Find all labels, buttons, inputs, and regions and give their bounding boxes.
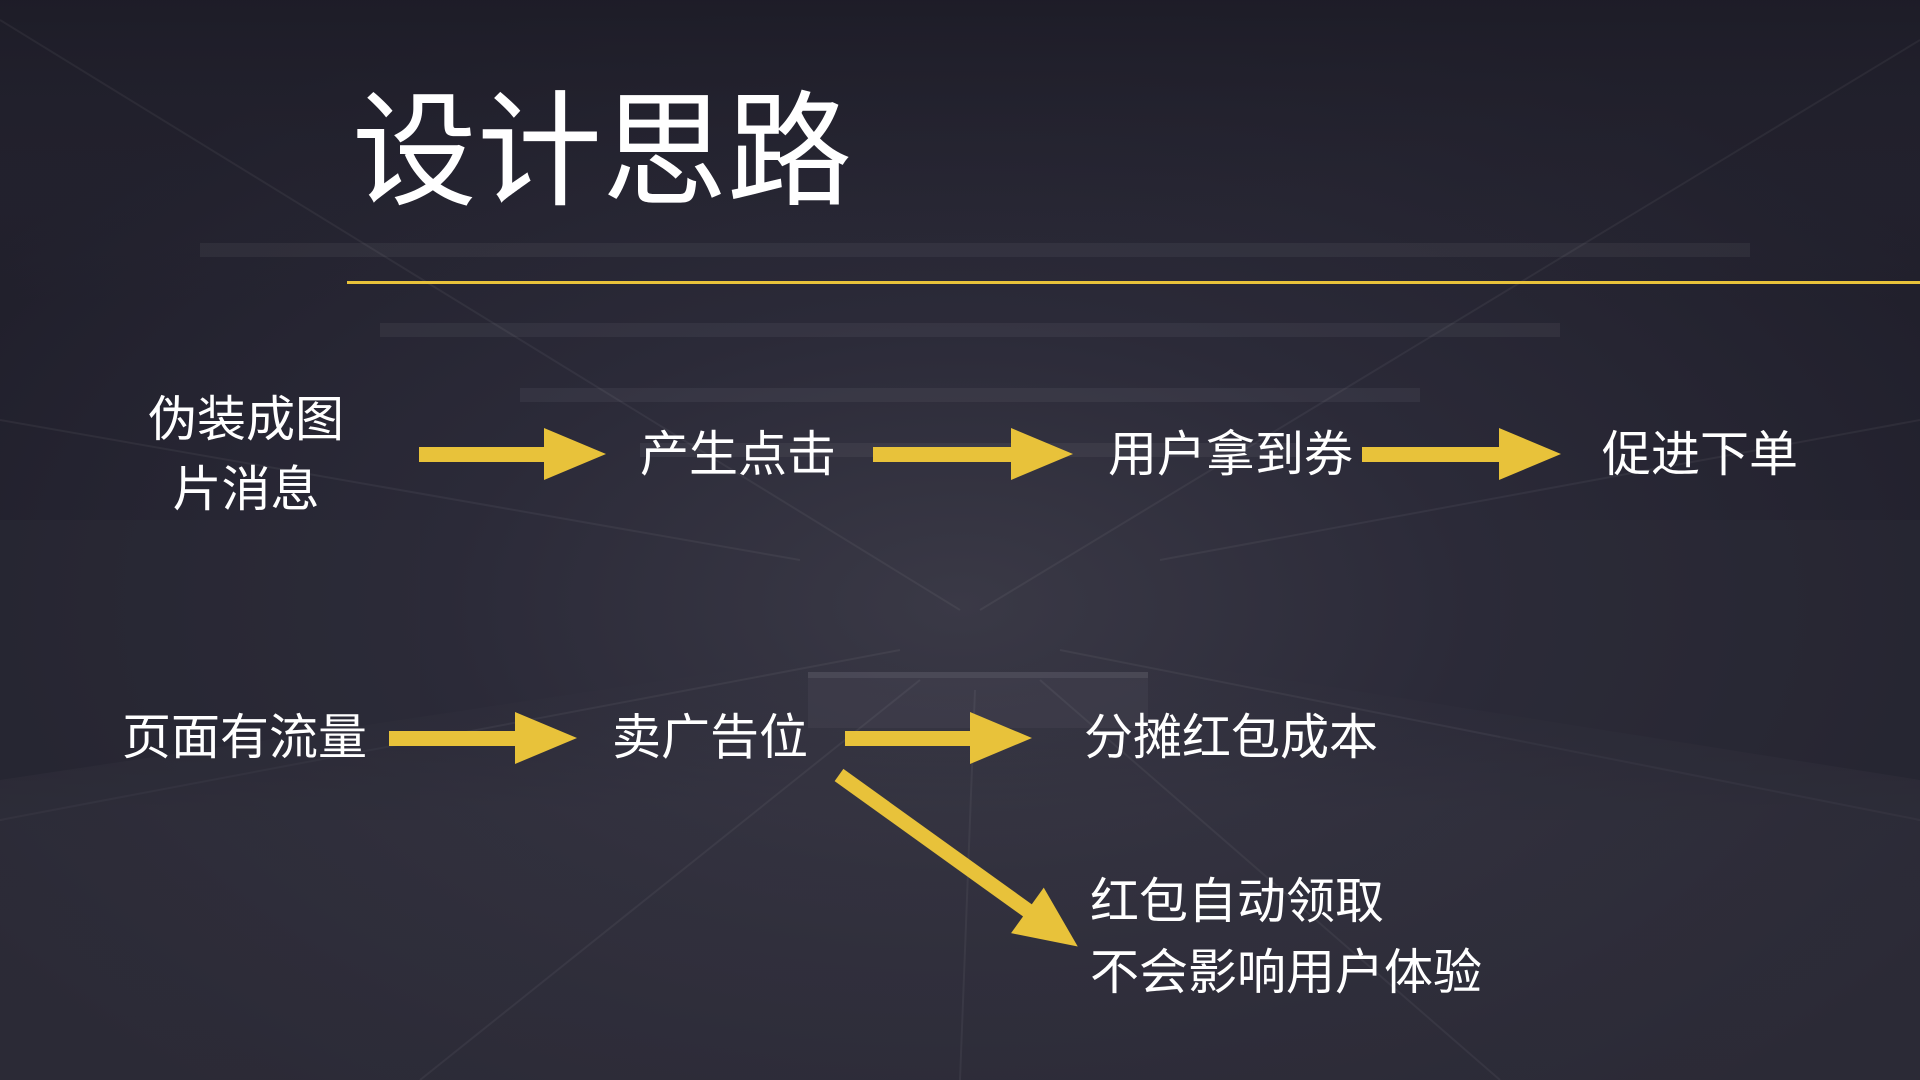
bottom-step-share-cost: 分摊红包成本 — [1084, 709, 1379, 766]
bottom-branch-note: 红包自动领取 不会影响用户体验 — [1090, 872, 1482, 1003]
top-step-1-line-1: 伪装成图 — [147, 391, 344, 448]
arrow-bottom-1 — [389, 712, 577, 764]
bottom-step-sell-ad-slot: 卖广告位 — [612, 709, 809, 766]
bottom-branch-line-1: 红包自动领取 — [1090, 873, 1385, 930]
arrow-top-3 — [1362, 428, 1561, 480]
top-step-generate-click: 产生点击 — [640, 426, 837, 483]
top-step-1-line-2: 片消息 — [172, 461, 320, 518]
arrow-top-2 — [873, 428, 1073, 480]
arrow-bottom-2 — [845, 712, 1032, 764]
bottom-step-page-traffic: 页面有流量 — [122, 709, 368, 766]
arrow-top-1 — [419, 428, 606, 480]
top-step-disguise-as-image: 伪装成图 片消息 — [100, 390, 392, 520]
top-step-promote-order: 促进下单 — [1602, 426, 1799, 483]
arrow-bottom-diagonal — [834, 768, 1078, 947]
slide-title: 设计思路 — [352, 80, 852, 225]
top-step-user-gets-coupon: 用户拿到券 — [1108, 426, 1354, 483]
title-underline — [347, 281, 1920, 284]
bottom-branch-line-2: 不会影响用户体验 — [1090, 944, 1483, 1001]
